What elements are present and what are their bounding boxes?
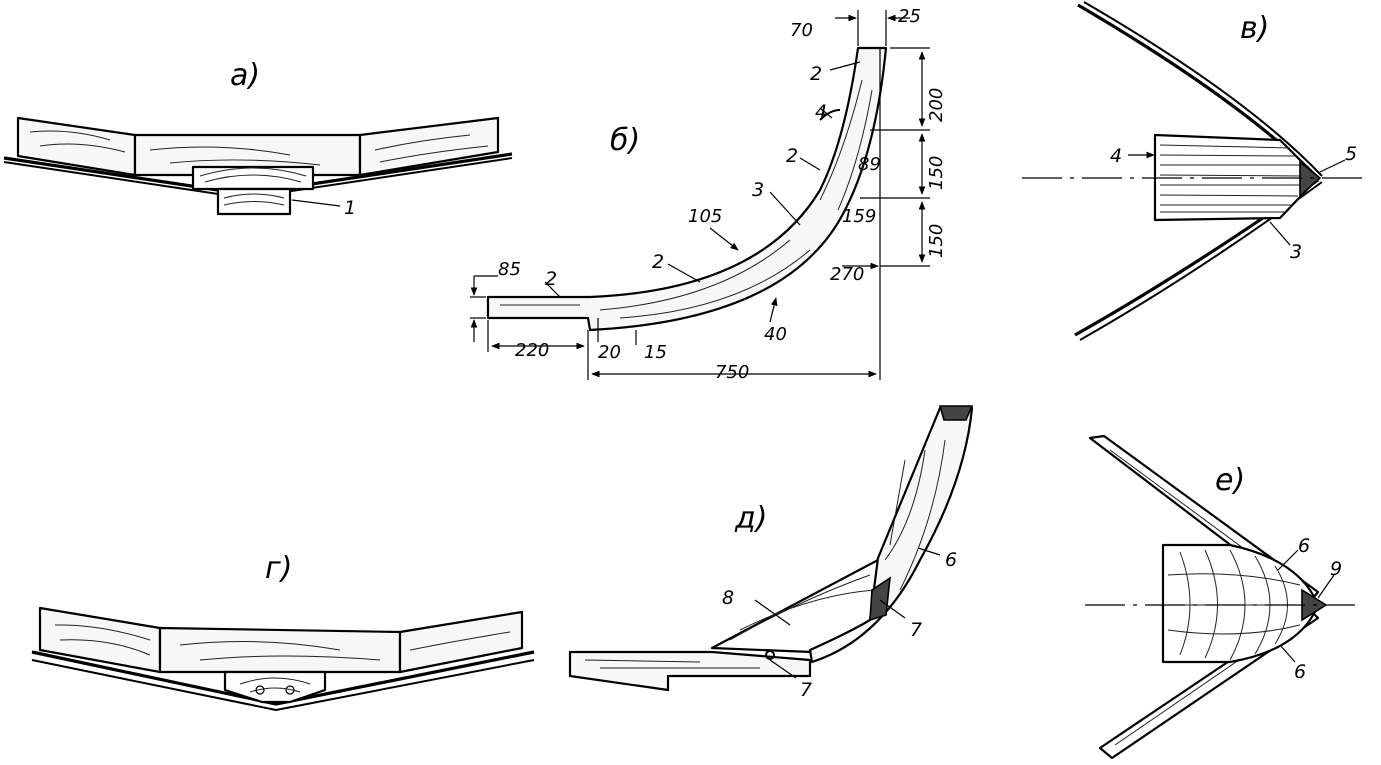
panel-b-dim-15: 15 <box>644 342 667 363</box>
panel-a-letter: а) <box>230 58 260 93</box>
panel-g-joint: г) <box>31 551 535 711</box>
panel-b-dim-159: 159 <box>842 206 876 227</box>
panel-a-right-plank <box>358 116 500 177</box>
panel-b-dim-750: 750 <box>715 362 749 383</box>
panel-b-dim-270: 270 <box>830 264 864 285</box>
panel-a-joint: 1 а) <box>3 58 513 219</box>
panel-g-letter: г) <box>265 551 292 586</box>
panel-v-letter: в) <box>1240 11 1269 46</box>
panel-d-stem-post <box>808 406 974 664</box>
panel-d-label-7-upper: 7 <box>910 619 922 641</box>
panel-d-bottom-plank <box>568 650 812 692</box>
panel-e-label-6-lower: 6 <box>1294 661 1306 683</box>
panel-d-label-8: 8 <box>722 587 734 609</box>
panel-v-filler-piece <box>1299 160 1322 198</box>
panel-e-section: 6 9 6 е) <box>1085 434 1355 760</box>
panel-g-center-plank <box>158 626 402 674</box>
panel-v-label-5: 5 <box>1345 143 1357 165</box>
panel-b-label-2-low: 2 <box>652 251 664 273</box>
panel-b-label-2-mid: 2 <box>786 145 798 167</box>
panel-b-dim-220: 220 <box>515 340 549 361</box>
panel-d-letter: д) <box>734 501 767 536</box>
panel-d-label-7-lower: 7 <box>800 679 812 701</box>
panel-v-label-3: 3 <box>1290 241 1302 263</box>
panel-d-bolt <box>765 650 775 660</box>
panel-d-assembled-stem: 8 6 7 7 д) <box>568 405 974 701</box>
panel-a-label-1: 1 <box>344 197 356 219</box>
panel-b-dim-70: 70 <box>790 20 813 41</box>
panel-b-label-3: 3 <box>752 179 764 201</box>
panel-e-label-9: 9 <box>1330 558 1342 580</box>
panel-b-label-2-left: 2 <box>545 268 557 290</box>
panel-b-dim-150-a: 150 <box>926 156 947 190</box>
panel-b-letter: б) <box>610 123 640 158</box>
panel-b-label-2-top: 2 <box>810 63 822 85</box>
panel-a-keel-upper <box>191 165 315 191</box>
panel-b-dim-200: 200 <box>926 88 947 122</box>
panel-e-keel-block <box>1161 543 1320 664</box>
panel-g-right-plank <box>398 610 524 674</box>
panel-b-dim-89: 89 <box>858 154 881 175</box>
panel-b-label-4: 4 <box>815 101 827 123</box>
panel-b-curved-keel: 2 4 2 3 2 2 70 25 200 150 150 89 159 105… <box>470 6 947 383</box>
panel-e-label-6-upper: 6 <box>1298 535 1310 557</box>
panel-d-wedge <box>869 576 891 622</box>
panel-g-skin-plate <box>31 650 535 706</box>
panel-b-curved-stem <box>486 46 888 332</box>
panel-g-keel-piece <box>223 670 327 704</box>
panel-b-dim-150-b: 150 <box>926 224 947 258</box>
panel-v-label-4: 4 <box>1110 145 1122 167</box>
panel-d-stem-cap <box>938 405 974 421</box>
panel-e-letter: е) <box>1215 463 1245 498</box>
panel-b-dim-40: 40 <box>764 324 787 345</box>
panel-d-label-6: 6 <box>945 549 957 571</box>
panel-v-section: 4 5 3 в) <box>1022 1 1370 341</box>
panel-b-dim-85: 85 <box>498 259 521 280</box>
panel-b-dim-20: 20 <box>598 342 621 363</box>
panel-b-dim-105: 105 <box>688 206 722 227</box>
panel-b-dim-25: 25 <box>898 6 921 27</box>
panel-g-left-plank <box>38 606 162 674</box>
